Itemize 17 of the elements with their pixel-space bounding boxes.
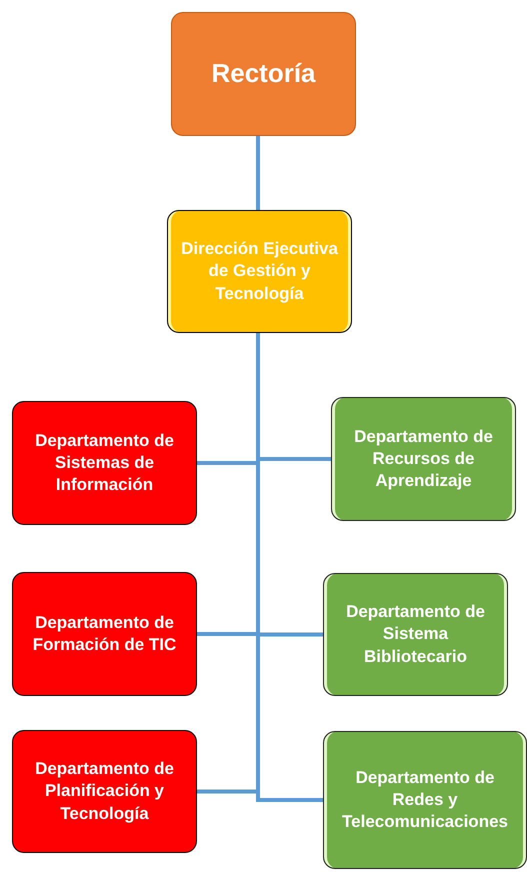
org-box xyxy=(12,401,197,525)
org-box xyxy=(171,12,356,136)
box-label: Rectoría xyxy=(211,57,316,90)
org-box xyxy=(323,573,508,696)
box-label: Departamento de Planificación y Tecnología xyxy=(34,758,175,825)
org-box xyxy=(12,572,197,696)
box-label: Departamento de Recursos de Aprendizaje xyxy=(353,426,494,492)
box-label: Departamento de Sistemas de Información xyxy=(34,430,175,496)
box-label: Dirección Ejecutiva de Gestión y Tecnología xyxy=(180,238,339,305)
org-box xyxy=(12,730,197,853)
box-label: Departamento de Sistema Bibliotecario xyxy=(345,601,486,668)
org-box xyxy=(331,397,516,521)
connector-line xyxy=(256,136,260,210)
box-label: Departamento de Redes y Telecomunicaciones xyxy=(341,766,509,834)
org-box xyxy=(323,731,527,869)
box-label: Departamento de Formación de TIC xyxy=(32,612,178,656)
org-box xyxy=(167,210,352,333)
